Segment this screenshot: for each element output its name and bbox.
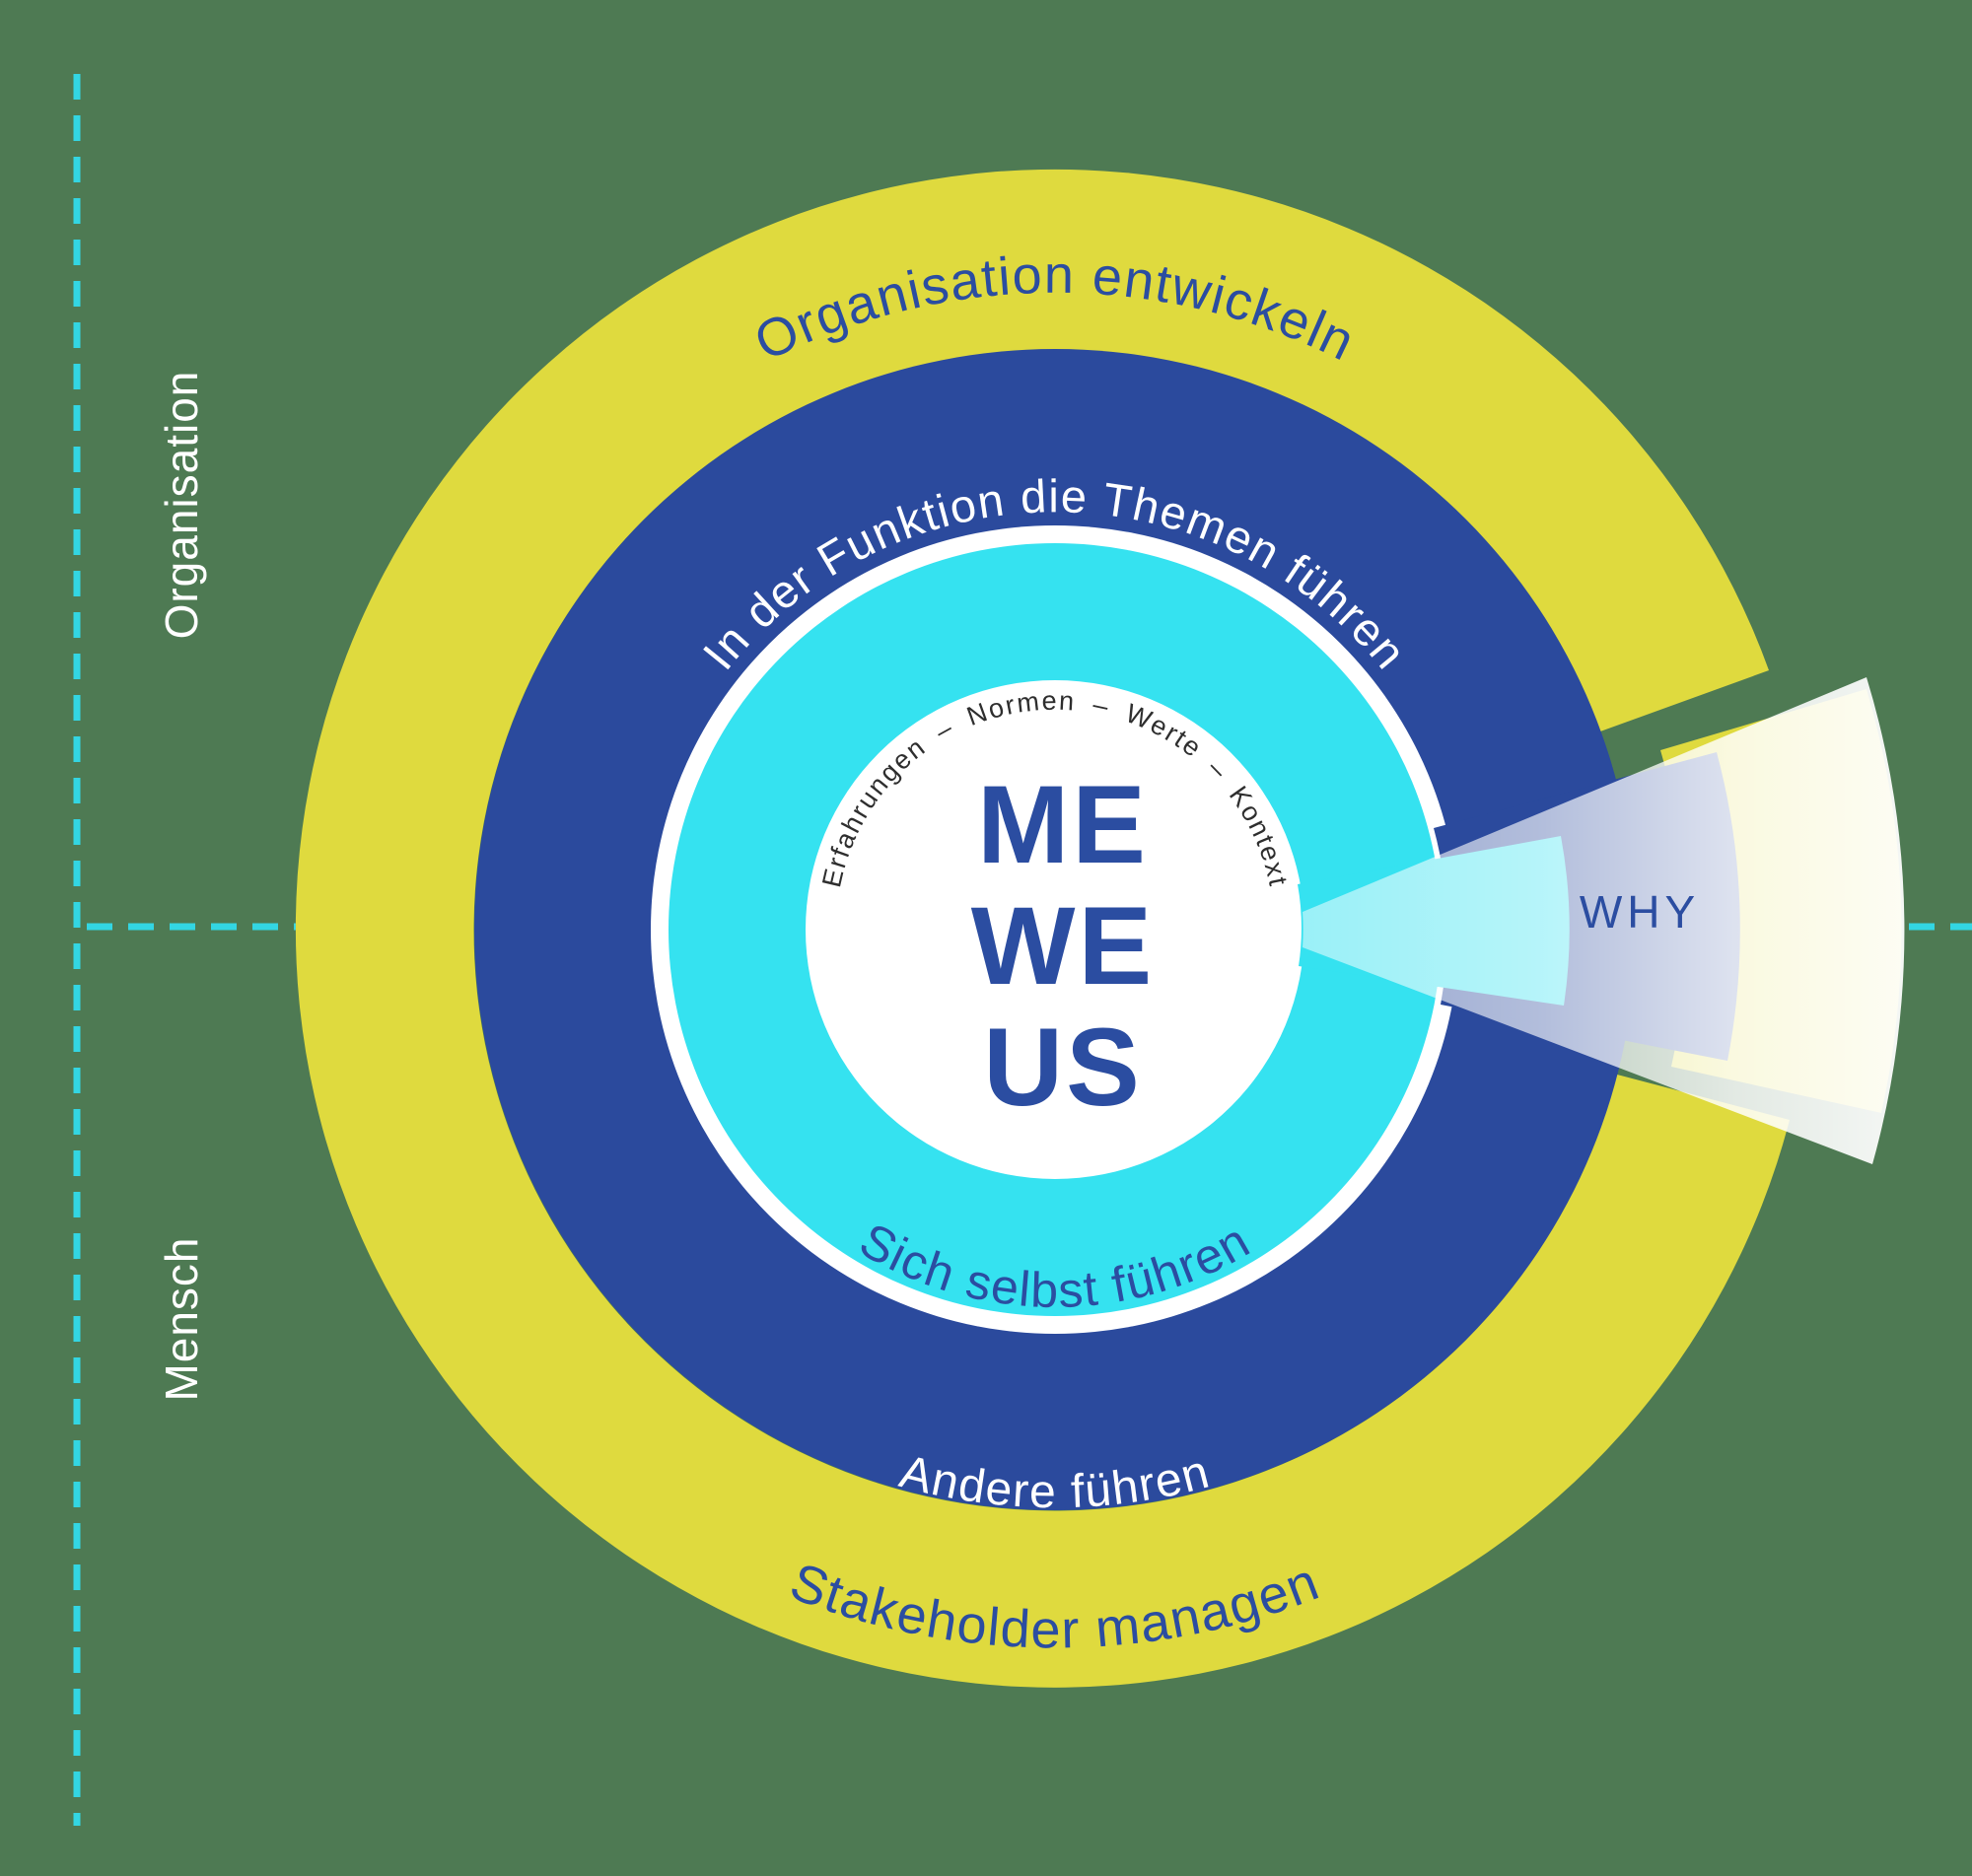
core-word-us: US	[983, 1006, 1143, 1129]
why-light-beam	[1303, 677, 1905, 1164]
core-word-me: ME	[977, 763, 1149, 886]
axis-label-mensch: Mensch	[156, 1236, 207, 1401]
why-label: WHY	[1580, 886, 1700, 938]
core-circle	[806, 680, 1304, 1179]
axis-label-organisation: Organisation	[156, 371, 207, 640]
why-label-text: WHY	[1580, 886, 1700, 938]
core-word-we: WE	[971, 884, 1155, 1007]
